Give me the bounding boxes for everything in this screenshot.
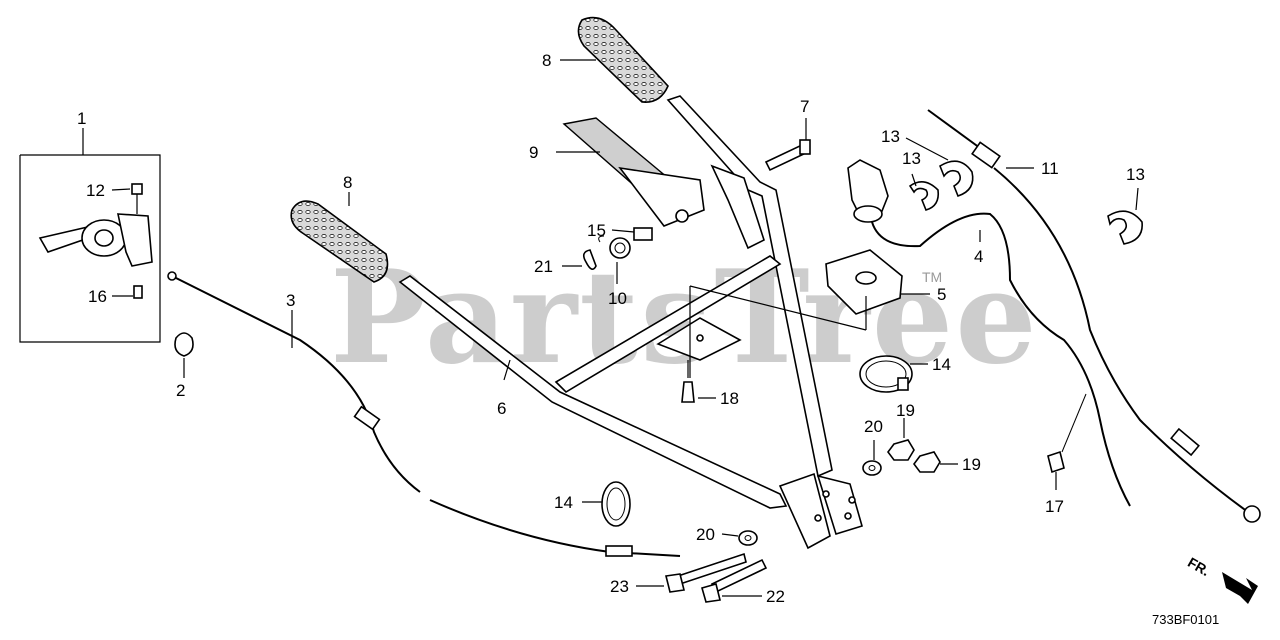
bolt-17 xyxy=(1047,393,1087,490)
cable-clamp-right xyxy=(859,355,928,393)
callout-13c: 13 xyxy=(1126,165,1145,184)
callout-4: 4 xyxy=(974,247,983,266)
callout-9: 9 xyxy=(529,143,538,162)
callout-19a: 19 xyxy=(896,401,915,420)
callout-16: 16 xyxy=(88,287,107,306)
callout-1: 1 xyxy=(77,109,86,128)
callout-3: 3 xyxy=(286,291,295,310)
callout-7: 7 xyxy=(800,97,809,116)
bolt-18 xyxy=(681,360,716,403)
callout-5: 5 xyxy=(937,285,946,304)
callout-13b: 13 xyxy=(902,149,921,168)
clutch-cable xyxy=(927,109,1261,523)
spring-clip-assembly xyxy=(562,227,653,284)
bolt-7 xyxy=(764,118,811,172)
washers-and-nuts xyxy=(721,418,958,546)
cable-clip-2 xyxy=(174,332,194,378)
callout-14a: 14 xyxy=(932,355,951,374)
callout-labels: 1 2 3 4 5 6 7 8 8 9 10 11 12 13 13 13 14… xyxy=(77,51,1145,606)
callout-23: 23 xyxy=(610,577,629,596)
grip-lower xyxy=(290,192,389,283)
grip-top xyxy=(560,16,669,103)
callout-14b: 14 xyxy=(554,493,573,512)
watermark-trademark: TM xyxy=(922,269,942,285)
callout-10: 10 xyxy=(608,289,627,308)
throttle-cable xyxy=(167,271,681,557)
operator-lever xyxy=(556,117,765,250)
callout-6: 6 xyxy=(497,399,506,418)
callout-19b: 19 xyxy=(962,455,981,474)
front-direction-indicator: FR. xyxy=(1185,554,1258,604)
cable-clamp-left xyxy=(582,481,631,527)
foam-pad xyxy=(689,249,930,378)
callout-11: 11 xyxy=(1041,159,1059,178)
callout-8-lower: 8 xyxy=(343,173,352,192)
callout-17: 17 xyxy=(1045,497,1064,516)
callout-2: 2 xyxy=(176,381,185,400)
bolts-22-23 xyxy=(636,552,768,603)
stop-switch xyxy=(847,159,1131,507)
callout-22: 22 xyxy=(766,587,785,606)
direction-label: FR. xyxy=(1185,554,1213,579)
callout-12: 12 xyxy=(86,181,105,200)
cable-clamps-13 xyxy=(905,137,1143,245)
callout-8-top: 8 xyxy=(542,51,551,70)
callout-21: 21 xyxy=(534,257,553,276)
callout-15: 15 xyxy=(587,221,606,240)
callout-20a: 20 xyxy=(864,417,883,436)
callout-18: 18 xyxy=(720,389,739,408)
callout-13a: 13 xyxy=(881,127,900,146)
throttle-lever-assembly xyxy=(19,128,161,343)
diagram-code: 733BF0101 xyxy=(1152,612,1219,627)
callout-20b: 20 xyxy=(696,525,715,544)
handlebar-frame xyxy=(398,95,863,550)
